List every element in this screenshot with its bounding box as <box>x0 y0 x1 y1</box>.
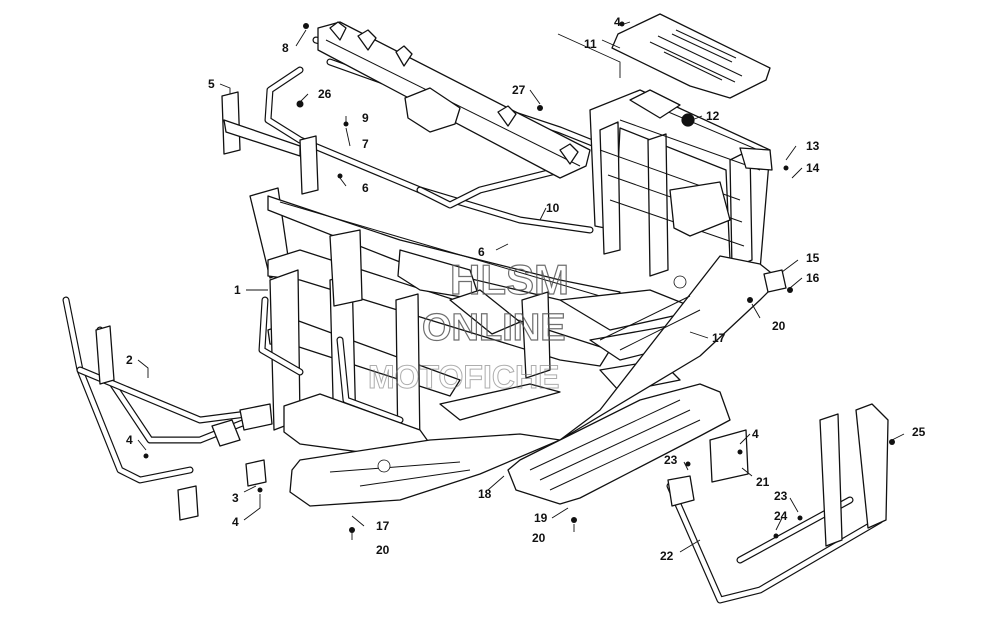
callout-20-left: 20 <box>376 543 390 557</box>
callout-22: 22 <box>660 549 674 563</box>
callout-12: 12 <box>706 109 720 123</box>
callout-9: 9 <box>362 111 369 125</box>
floor-plate-center <box>507 383 731 505</box>
callout-7: 7 <box>362 137 369 151</box>
callout-14: 14 <box>806 161 820 175</box>
main-frame <box>249 187 701 457</box>
callout-10: 10 <box>546 201 560 215</box>
callout-24: 24 <box>774 509 788 523</box>
watermark-line3: MOTOFICHE <box>368 359 559 395</box>
callout-25: 25 <box>912 425 926 439</box>
callout-8: 8 <box>282 41 289 55</box>
callout-17-left: 17 <box>376 519 390 533</box>
callout-1: 1 <box>234 283 241 297</box>
callout-18: 18 <box>478 487 492 501</box>
callout-3: 3 <box>232 491 239 505</box>
callout-20-right: 20 <box>772 319 786 333</box>
callout-4-right: 4 <box>752 427 759 441</box>
callout-16: 16 <box>806 271 820 285</box>
callout-4-top: 4 <box>614 15 621 29</box>
callout-23-right: 23 <box>774 489 788 503</box>
callout-6-upper: 6 <box>362 181 369 195</box>
callout-23-left: 23 <box>664 453 678 467</box>
callout-27: 27 <box>512 83 526 97</box>
callout-2: 2 <box>126 353 133 367</box>
callout-19: 19 <box>534 511 548 525</box>
callout-26: 26 <box>318 87 332 101</box>
callout-5: 5 <box>208 77 215 91</box>
watermark-line2: ONLINE <box>422 307 566 349</box>
callout-15: 15 <box>806 251 820 265</box>
callout-4-bottom-left: 4 <box>232 515 239 529</box>
callout-17-right: 17 <box>712 331 726 345</box>
callout-13: 13 <box>806 139 820 153</box>
watermark: HLSM ONLINE MOTOFICHE <box>368 255 570 395</box>
callout-labels: 1 2 3 4 4 4 4 5 6 6 7 8 9 10 11 12 13 14… <box>126 15 926 563</box>
leader-lines <box>137 21 905 553</box>
upper-frame <box>264 21 614 234</box>
callout-11: 11 <box>584 37 597 51</box>
side-bracket <box>221 91 319 195</box>
watermark-line1: HLSM <box>450 256 569 303</box>
hardware <box>143 21 895 539</box>
front-frame <box>62 296 273 521</box>
callout-20-center: 20 <box>532 531 546 545</box>
callout-6-lower: 6 <box>478 245 485 259</box>
callout-4-front: 4 <box>126 433 133 447</box>
cargo-plate <box>611 13 771 99</box>
small-brackets <box>245 269 787 487</box>
rear-frame <box>589 89 773 277</box>
callout-21: 21 <box>756 475 770 489</box>
